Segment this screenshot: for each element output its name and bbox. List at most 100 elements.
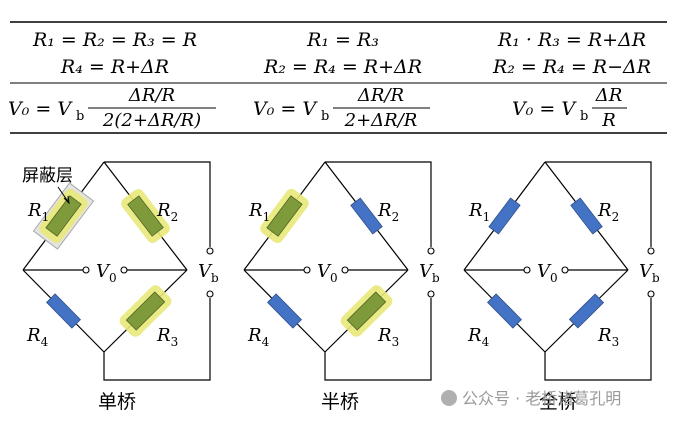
shield-arrowhead — [63, 195, 70, 205]
bridge-1-resistor-r4 — [46, 293, 81, 329]
bridge-3-label-r1: R1 — [468, 200, 490, 224]
bridge-2-label-r2-sub: 2 — [392, 210, 400, 224]
shield-label: 屏蔽层 — [22, 166, 73, 186]
bridge-3-label-r3-sub: 3 — [612, 335, 620, 349]
bridge-2-resistor-r4 — [267, 293, 302, 329]
col1-row2: R₄ = R+ΔR — [60, 56, 169, 78]
bridge-3-label-v0-sub: 0 — [550, 271, 558, 285]
bridge-2-resistor-r1 — [260, 188, 309, 244]
strain-gauge — [266, 195, 303, 237]
col3-row1: R₁ · R₃ = R+ΔR — [497, 29, 646, 51]
col3-row2: R₂ = R₄ = R−ΔR — [492, 56, 651, 78]
bridge-1-v0-terminal-right — [120, 266, 128, 274]
bridge-2-v0-terminal-left — [303, 266, 311, 274]
resistor-body — [350, 197, 383, 235]
watermark-text: 公众号 · 老桥诸葛孔明 — [462, 389, 621, 408]
bridge-2-label-r2: R2 — [377, 200, 399, 224]
bridge-1-label-r4: R4 — [26, 325, 49, 349]
strain-gauge — [125, 291, 166, 331]
col2-row1: R₁ = R₃ — [306, 29, 379, 51]
bridge-1-label-vb-sub: b — [211, 271, 219, 285]
resistor-body — [570, 197, 603, 235]
bridge-1-label-r3-sub: 3 — [171, 335, 179, 349]
col2-formula-sub: b — [321, 109, 329, 124]
bridge-3-label-r4: R4 — [467, 325, 490, 349]
bridge-3-resistor-r2 — [570, 197, 603, 235]
resistor-body — [487, 293, 522, 329]
bridge-2-label-vb-sub: b — [432, 271, 440, 285]
bridge-1-label-r2: R2 — [156, 200, 178, 224]
bridge-3-vb-terminal-top — [647, 247, 655, 255]
bridge-3-label-r2-sub: 2 — [612, 210, 620, 224]
bridge-1-vb-terminal-bottom — [206, 290, 214, 298]
bridge-1-v0-terminal-left — [82, 266, 90, 274]
shield-pointer — [57, 186, 70, 204]
bridge-2-label-r3: R3 — [377, 325, 399, 349]
bridge-1-label-r3: R3 — [156, 325, 178, 349]
bridge-3-v0-terminal-right — [561, 266, 569, 274]
col3-formula-num: ΔR — [595, 85, 623, 106]
col1-formula-den: 2(2+ΔR/R) — [102, 110, 201, 131]
resistor-body — [46, 293, 81, 329]
col1-formula: V₀ = V b ΔR/R 2(2+ΔR/R) — [8, 85, 216, 131]
col3-formula-lhs: V₀ = V — [512, 98, 577, 120]
col2-row2: R₂ = R₄ = R+ΔR — [263, 56, 422, 78]
bridge-2-supply-top-wire — [325, 161, 432, 247]
bridge-2-label-r4-sub: 4 — [262, 335, 270, 349]
bridge-1-resistor-r2 — [121, 189, 170, 243]
bridge-3-supply-top-wire — [545, 161, 652, 247]
bridge-3-label-vb-sub: b — [652, 271, 660, 285]
bridge-2-title: 半桥 — [321, 391, 359, 413]
bridge-3-label-r2: R2 — [597, 200, 619, 224]
strain-gauge — [45, 195, 82, 237]
shield-annotation: 屏蔽层 — [22, 166, 73, 205]
bridge-1-vb-terminal-top — [206, 247, 214, 255]
bridge-2-resistor-r3 — [340, 285, 393, 337]
bridge-1-title: 单桥 — [98, 391, 136, 413]
bridge-1-resistor-r1 — [32, 182, 95, 250]
bridge-2-label-v0-sub: 0 — [330, 271, 338, 285]
bridge-1-label-r1-sub: 1 — [42, 210, 50, 224]
bridge-2-label-r3-sub: 3 — [392, 335, 400, 349]
bridge-2-label-r1-sub: 1 — [263, 210, 271, 224]
col3-formula: V₀ = V b ΔR R — [512, 85, 627, 131]
bridge-2-supply-bottom-wire — [324, 298, 432, 381]
bridge-2-label-vb: Vb — [419, 261, 440, 285]
bridge-3-resistor-r1 — [488, 197, 521, 235]
col2-formula: V₀ = V b ΔR/R 2+ΔR/R — [253, 85, 430, 131]
resistor-body — [488, 197, 521, 235]
bridge-1-label-r2-sub: 2 — [171, 210, 179, 224]
resistor-body — [267, 293, 302, 329]
col1-row1: R₁ = R₂ = R₃ = R — [32, 29, 197, 51]
bridge-1-label-v0-sub: 0 — [109, 271, 117, 285]
bridge-1-supply-top-wire — [104, 161, 211, 247]
bridge-1-supply-bottom-wire — [103, 298, 211, 381]
bridge-3-title: 全桥 — [539, 391, 577, 413]
bridge-3-label-r4-sub: 4 — [482, 335, 490, 349]
bridge-3-resistor-r4 — [487, 293, 522, 329]
strain-gauge — [346, 291, 387, 331]
bridge-3-supply-bottom-wire — [544, 298, 652, 381]
bridge-2-vb-terminal-bottom — [427, 290, 435, 298]
watermark-logo-icon — [441, 390, 457, 406]
strain-gauge — [127, 195, 164, 237]
watermark: 公众号 · 老桥诸葛孔明 — [441, 389, 621, 408]
col1-formula-sub: b — [76, 109, 84, 124]
bridge-3-v0-terminal-left — [523, 266, 531, 274]
col1-formula-num: ΔR/R — [128, 85, 175, 106]
resistor-body — [568, 293, 605, 329]
col2-formula-den: 2+ΔR/R — [344, 110, 418, 131]
bridge-3-label-r1-sub: 1 — [483, 210, 491, 224]
bridge-3-label-r3: R3 — [597, 325, 619, 349]
col1-formula-lhs: V₀ = V — [8, 98, 73, 120]
bridge-2-label-r1: R1 — [248, 200, 270, 224]
bridge-2-label-r4: R4 — [247, 325, 270, 349]
col3-formula-sub: b — [580, 109, 588, 124]
bridge-3-resistor-r3 — [568, 293, 605, 329]
